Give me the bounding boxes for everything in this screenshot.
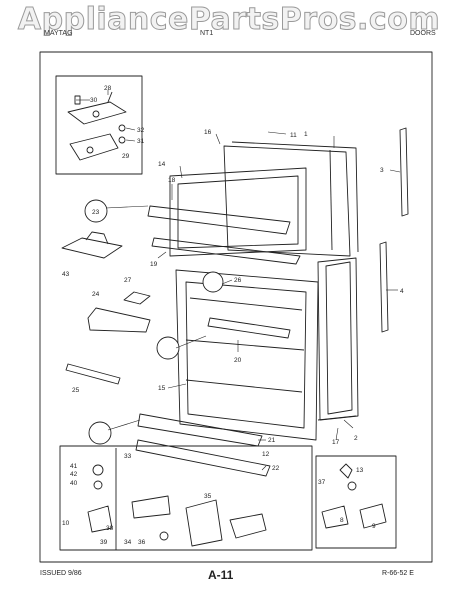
callout-22: 22 (272, 465, 280, 472)
callout-15: 15 (158, 385, 166, 392)
header-section: DOORS (410, 30, 436, 37)
callout-2: 2 (354, 435, 358, 442)
callout-37: 37 (318, 479, 326, 486)
callout-circle-22 (156, 336, 180, 360)
hinge-plate-35 (185, 499, 223, 547)
trim-bar-21 (137, 413, 263, 447)
handle-strip-4 (379, 241, 389, 333)
callout-circle-23-top (84, 199, 108, 223)
callout-19: 19 (150, 261, 158, 268)
callout-25: 25 (72, 387, 80, 394)
callout-circle-26 (202, 271, 224, 293)
callout-12: 12 (262, 451, 270, 458)
callout-38: 38 (106, 525, 114, 532)
watermark: AppliancePartsPros.com (17, 2, 441, 38)
footer-code: R-66-52 E (382, 570, 414, 577)
callout-30: 30 (90, 97, 98, 104)
header-center: NT1 (200, 30, 214, 37)
inset-hinge-top (55, 75, 143, 175)
callout-33: 33 (124, 453, 132, 460)
callout-3: 3 (380, 167, 384, 174)
callout-28: 28 (104, 85, 112, 92)
hinge-plate-lower (69, 133, 119, 161)
callout-20: 20 (234, 357, 242, 364)
hinge-plate-top (67, 101, 127, 125)
callout-24: 24 (92, 291, 100, 298)
header-model: MAYTAG (44, 30, 73, 37)
callout-31: 31 (137, 138, 145, 145)
callout-35: 35 (204, 493, 212, 500)
callout-34: 34 (124, 539, 132, 546)
callout-18: 18 (168, 177, 176, 184)
callout-1: 1 (304, 131, 308, 138)
callout-14: 14 (158, 161, 166, 168)
callout-40: 40 (70, 480, 78, 487)
freezer-door-liner (169, 167, 307, 257)
trim-strip-25 (65, 363, 121, 385)
callout-23: 23 (92, 209, 100, 216)
fresh-food-door-liner (175, 269, 319, 441)
freezer-shelf-bar (147, 205, 291, 235)
inset-hinge-bottom (59, 445, 313, 551)
trim-bar-22 (135, 439, 271, 477)
callout-9: 9 (372, 523, 376, 530)
callout-42: 42 (70, 471, 78, 478)
handle-strip-3 (399, 127, 409, 217)
hinge-bracket (131, 495, 171, 519)
callout-10: 10 (62, 520, 70, 527)
callout-41: 41 (70, 463, 78, 470)
footer-issued: ISSUED 9/86 (40, 570, 82, 577)
ice-tray (61, 237, 123, 259)
fresh-food-outer-door (317, 257, 359, 421)
callout-13: 13 (356, 467, 364, 474)
callout-36: 36 (138, 539, 146, 546)
callout-8: 8 (340, 517, 344, 524)
footer-page-number: A-11 (208, 568, 234, 582)
callout-4: 4 (400, 288, 404, 295)
freezer-outer-door (223, 145, 351, 257)
callout-43: 43 (62, 271, 70, 278)
callout-circle-23-bottom (88, 421, 112, 445)
callout-39: 39 (100, 539, 108, 546)
diagram-frame (39, 51, 433, 563)
freezer-trim-19 (151, 237, 301, 265)
door-shelf-bar-20 (207, 317, 291, 339)
callout-26: 26 (234, 277, 242, 284)
callout-21: 21 (268, 437, 276, 444)
inset-door-stop (315, 455, 397, 549)
callout-29: 29 (122, 153, 130, 160)
butter-compartment (87, 307, 151, 333)
callout-32: 32 (137, 127, 145, 134)
callout-11: 11 (290, 132, 297, 139)
callout-labels: 1 2 3 4 8 9 10 11 12 13 14 15 16 17 18 1… (62, 85, 404, 546)
dairy-door (123, 291, 151, 305)
callout-16: 16 (204, 129, 212, 136)
callout-27: 27 (124, 277, 132, 284)
callout-17: 17 (332, 439, 340, 446)
